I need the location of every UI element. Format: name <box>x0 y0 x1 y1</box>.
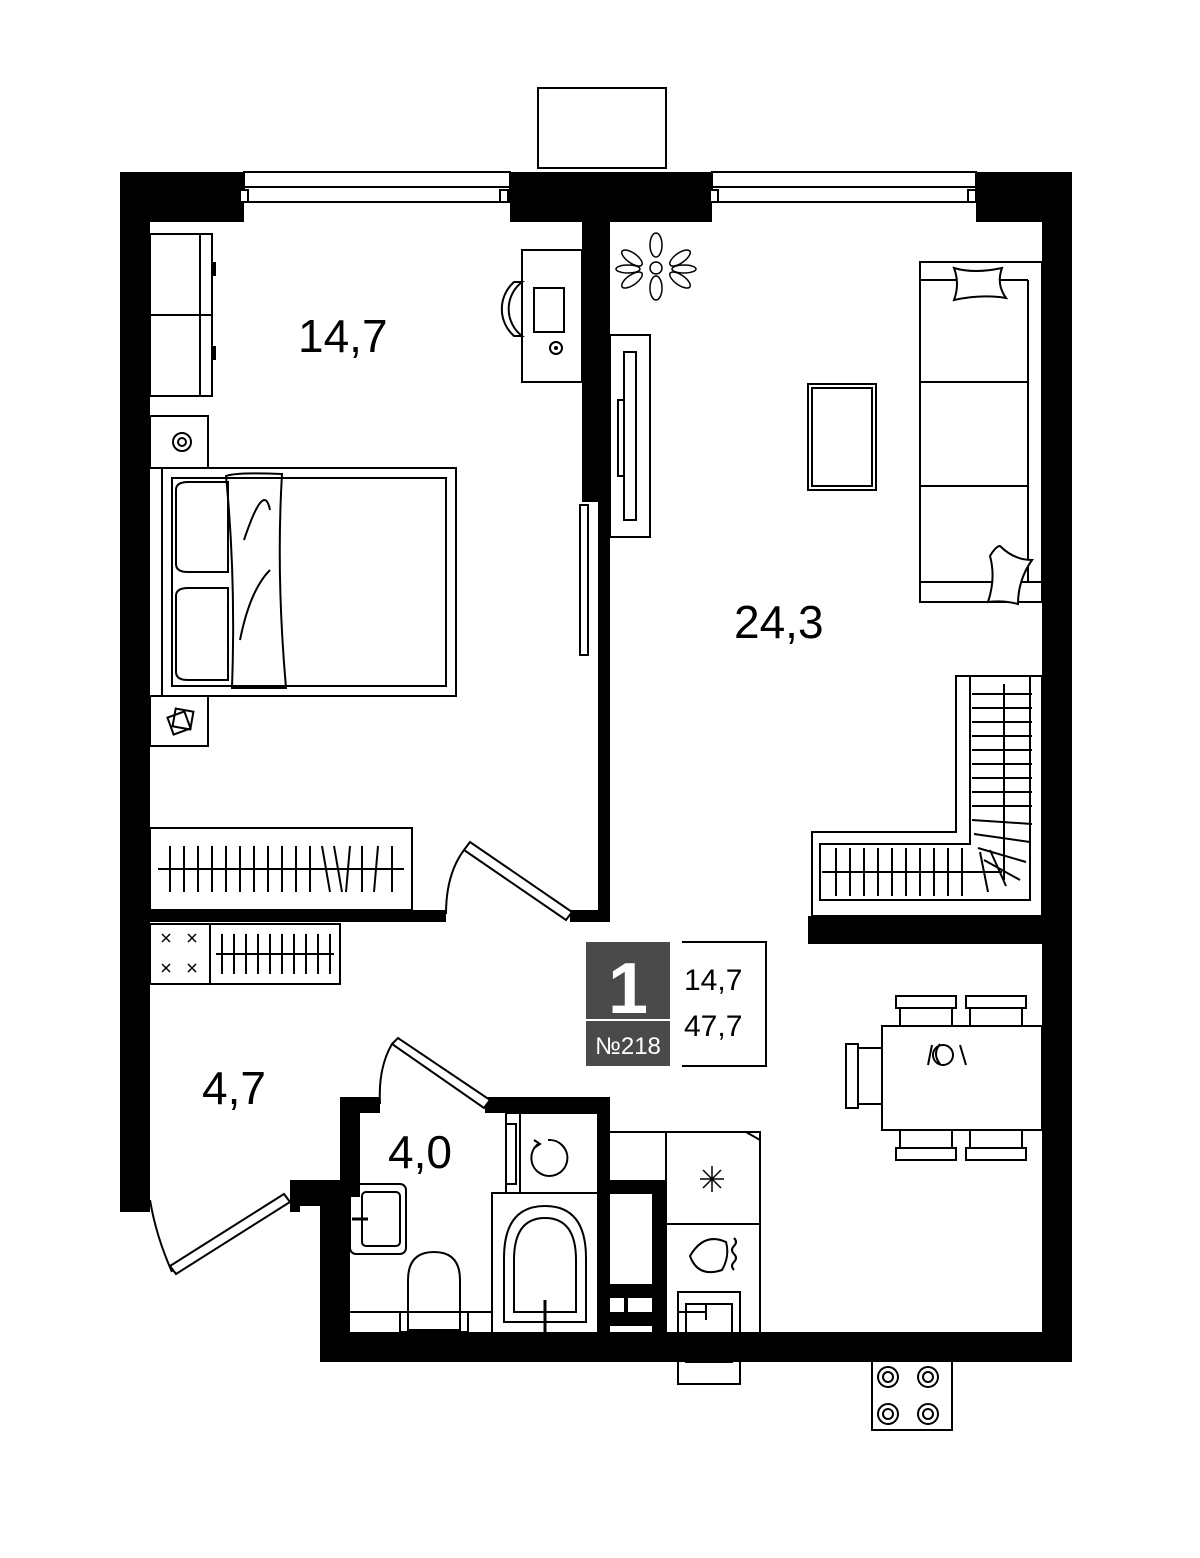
info-bracket <box>682 941 767 1067</box>
wardrobe-top <box>149 233 216 397</box>
hall-wardrobe <box>209 923 341 985</box>
hall-area-label: 4,7 <box>202 1062 266 1114</box>
entrance-door <box>149 1192 292 1276</box>
washing-machine <box>505 1112 599 1194</box>
sink-bathroom <box>349 1183 407 1255</box>
double-bed <box>161 467 457 697</box>
kitchen-counter <box>610 1131 1042 1351</box>
walls <box>120 172 1072 1362</box>
sofa <box>919 261 1043 606</box>
living-space-value: 14,7 <box>684 964 742 997</box>
kitchen-hood-drop <box>688 1237 737 1274</box>
total-space-value: 47,7 <box>684 1010 742 1043</box>
bedroom-door <box>445 840 574 922</box>
apartment-number: №218 <box>595 1033 661 1060</box>
toilet <box>350 1250 492 1333</box>
apartment-info: 1 №218 14,7 47,7 <box>586 941 767 1067</box>
shoe-cabinet <box>149 923 211 985</box>
desk <box>500 249 583 383</box>
plant <box>615 232 697 301</box>
wardrobe-living <box>811 675 1043 917</box>
tv-stand <box>609 334 651 538</box>
badge-background <box>586 942 670 1066</box>
bathroom-door <box>378 1036 492 1110</box>
nightstand-bottom <box>149 695 209 747</box>
bathroom-area-label: 4,0 <box>388 1126 452 1178</box>
fridge <box>665 1131 761 1225</box>
living-area-label: 24,3 <box>734 596 824 648</box>
sliding-door <box>579 504 589 656</box>
dining-table <box>845 995 1043 1161</box>
bathtub <box>491 1192 599 1336</box>
bedroom-area-label: 14,7 <box>298 310 388 362</box>
room-count: 1 <box>608 949 648 1029</box>
kitchen-sink <box>677 1291 741 1385</box>
nightstand-top <box>149 415 209 469</box>
stove <box>871 1339 953 1431</box>
window-bedroom <box>239 171 511 203</box>
coffee-table <box>807 383 877 491</box>
wardrobe-bedroom-bottom <box>149 827 413 911</box>
window-living <box>709 171 977 203</box>
balcony <box>537 87 667 169</box>
